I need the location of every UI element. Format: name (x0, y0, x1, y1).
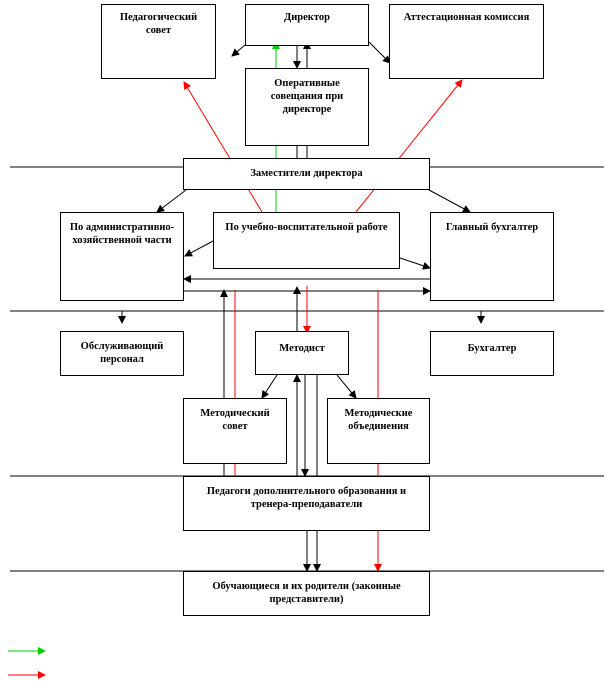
method-unions-box: Методические объединения (327, 398, 430, 464)
accountant-label: Бухгалтер (467, 343, 517, 354)
teachers-label: Педагоги дополнительного образования и т… (206, 486, 407, 510)
ped-council-box: Педагогический совет (101, 4, 216, 79)
op-meetings-box: Оперативные совещания при директоре (245, 68, 369, 146)
students-box: Обучающиеся и их родители (законные пред… (183, 571, 430, 616)
deputies-box: Заместители директора (183, 158, 430, 190)
ped-council-label: Педагогический совет (119, 12, 198, 36)
method-council-label: Методический совет (200, 408, 270, 432)
director-label: Директор (284, 12, 330, 23)
service-staff-label: Обслуживающий персонал (80, 341, 164, 365)
method-council-box: Методический совет (183, 398, 287, 464)
educational-label: По учебно-воспитательной работе (225, 222, 388, 233)
methodist-box: Методист (255, 331, 349, 375)
methodist-label: Методист (279, 343, 325, 354)
teachers-box: Педагоги дополнительного образования и т… (183, 476, 430, 531)
admin-part-label: По административно-хозяйственной части (69, 222, 175, 246)
attest-commission-box: Аттестационная комиссия (389, 4, 544, 79)
service-staff-box: Обслуживающий персонал (60, 331, 184, 376)
chief-accountant-box: Главный бухгалтер (430, 212, 554, 301)
admin-part-box: По административно-хозяйственной части (60, 212, 184, 301)
legend (8, 647, 46, 679)
educational-box: По учебно-воспитательной работе (213, 212, 400, 269)
accountant-box: Бухгалтер (430, 331, 554, 376)
students-label: Обучающиеся и их родители (законные пред… (212, 581, 401, 605)
chief-accountant-label: Главный бухгалтер (445, 222, 539, 233)
director-box: Директор (245, 4, 369, 46)
deputies-label: Заместители директора (250, 168, 363, 179)
black-connectors (118, 41, 485, 572)
attest-commission-label: Аттестационная комиссия (403, 12, 530, 23)
op-meetings-label: Оперативные совещания при директоре (270, 78, 344, 115)
method-unions-label: Методические объединения (344, 408, 413, 432)
